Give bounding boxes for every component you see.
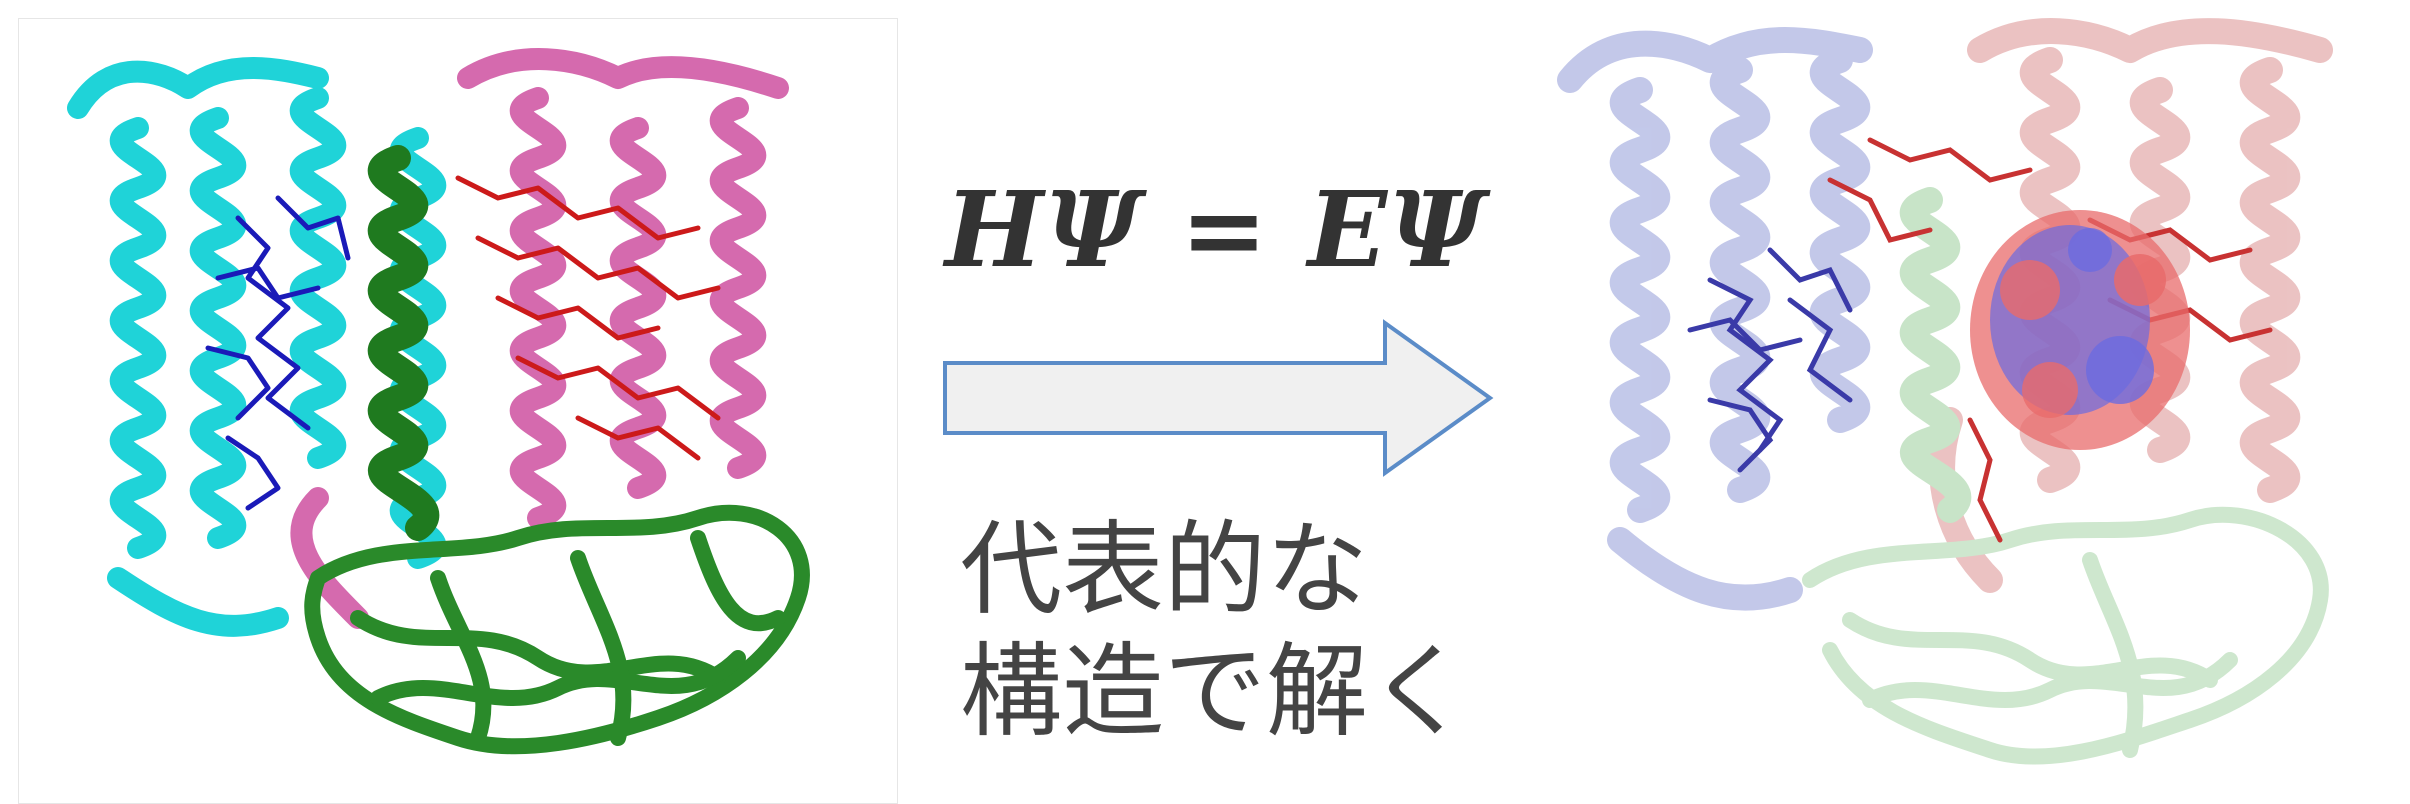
- right-arrow-icon: [943, 319, 1494, 477]
- caption: 代表的な 構造で解く: [960, 510, 1480, 754]
- equation: HΨ = EΨ: [945, 168, 1487, 291]
- caption-line-1: 代表的な: [960, 511, 1368, 630]
- caption-line-2: 構造で解く: [960, 633, 1470, 752]
- protein-electron-density-icon: [1557, 18, 2333, 765]
- protein-structure-ribbon-icon: [18, 18, 898, 804]
